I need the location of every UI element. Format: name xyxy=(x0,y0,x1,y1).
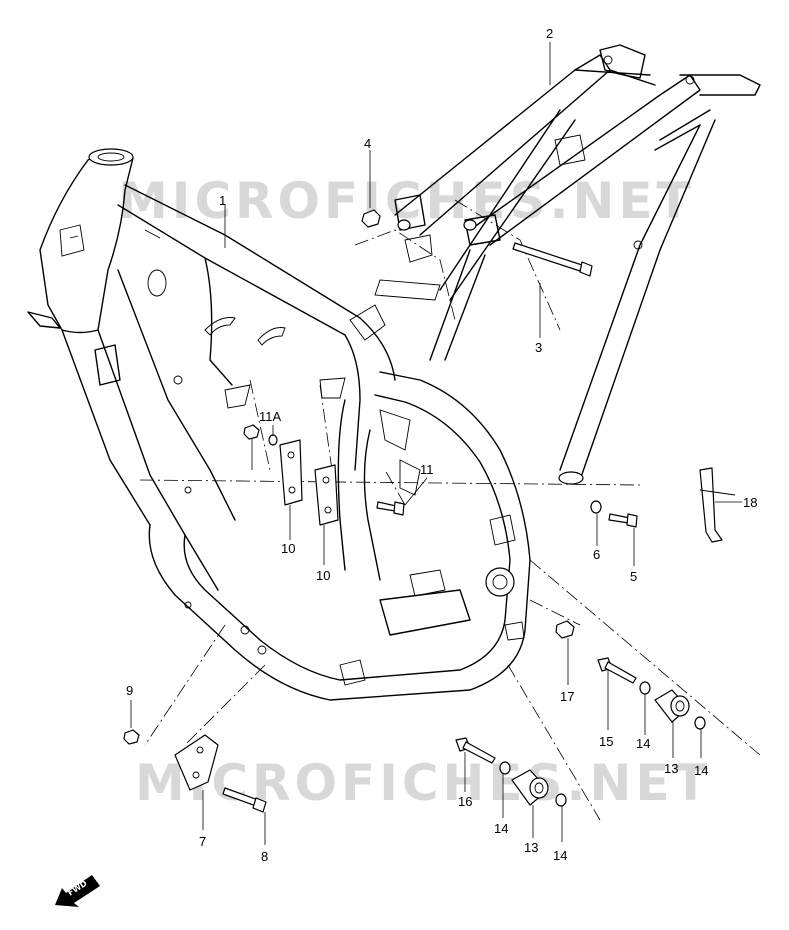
callout-16: 16 xyxy=(458,794,472,809)
washer-6 xyxy=(590,500,602,514)
callout-18: 18 xyxy=(743,495,757,510)
bracket-7 xyxy=(174,734,219,791)
callout-1: 1 xyxy=(219,193,226,208)
callout-4: 4 xyxy=(364,136,371,151)
callout-13b: 13 xyxy=(524,840,538,855)
watermark-bottom: MICROFICHES.NET xyxy=(135,754,712,812)
washer-14c xyxy=(499,761,511,775)
callout-15: 15 xyxy=(599,734,613,749)
bolt-5 xyxy=(608,513,638,528)
nut-4 xyxy=(361,209,381,228)
bracket-10b xyxy=(314,464,339,526)
bolt-11 xyxy=(376,501,405,516)
bolt-3 xyxy=(512,242,593,277)
callout-11: 11 xyxy=(420,462,434,477)
callout-5: 5 xyxy=(630,569,637,584)
callout-6: 6 xyxy=(593,547,600,562)
callout-3: 3 xyxy=(535,340,542,355)
callout-14a: 14 xyxy=(636,736,650,751)
nut-17 xyxy=(555,620,575,639)
washer-14a xyxy=(639,681,651,695)
bracket-10a xyxy=(279,439,303,506)
bushing-13a xyxy=(654,689,690,723)
bolt-8 xyxy=(222,787,267,813)
bolt-15 xyxy=(597,657,637,684)
leader-lines xyxy=(130,42,742,845)
clamp-18 xyxy=(699,467,736,543)
callout-10a: 10 xyxy=(281,541,295,556)
washer-11a xyxy=(268,434,278,446)
assembly-lines xyxy=(139,199,761,821)
bolt-16 xyxy=(455,737,496,764)
callout-10b: 10 xyxy=(316,568,330,583)
washer-14b xyxy=(694,716,706,730)
bushing-13b xyxy=(511,769,549,806)
callout-14d: 14 xyxy=(553,848,567,863)
main-frame xyxy=(27,148,531,701)
callout-9: 9 xyxy=(126,683,133,698)
callout-13a: 13 xyxy=(664,761,678,776)
callout-8: 8 xyxy=(261,849,268,864)
rear-subframe xyxy=(374,44,761,485)
callout-14c: 14 xyxy=(494,821,508,836)
callout-14b: 14 xyxy=(694,763,708,778)
callout-11a: 11A xyxy=(259,409,281,424)
washer-14d xyxy=(555,793,567,807)
callouts: 1 2 3 4 5 6 7 8 9 10 10 11 11A 13 13 14 … xyxy=(126,26,757,864)
callout-2: 2 xyxy=(546,26,553,41)
fwd-arrow-icon: FWD xyxy=(55,875,100,907)
nut-9 xyxy=(123,729,140,745)
nut-11a xyxy=(243,424,260,440)
callout-17: 17 xyxy=(560,689,574,704)
callout-7: 7 xyxy=(199,834,206,849)
